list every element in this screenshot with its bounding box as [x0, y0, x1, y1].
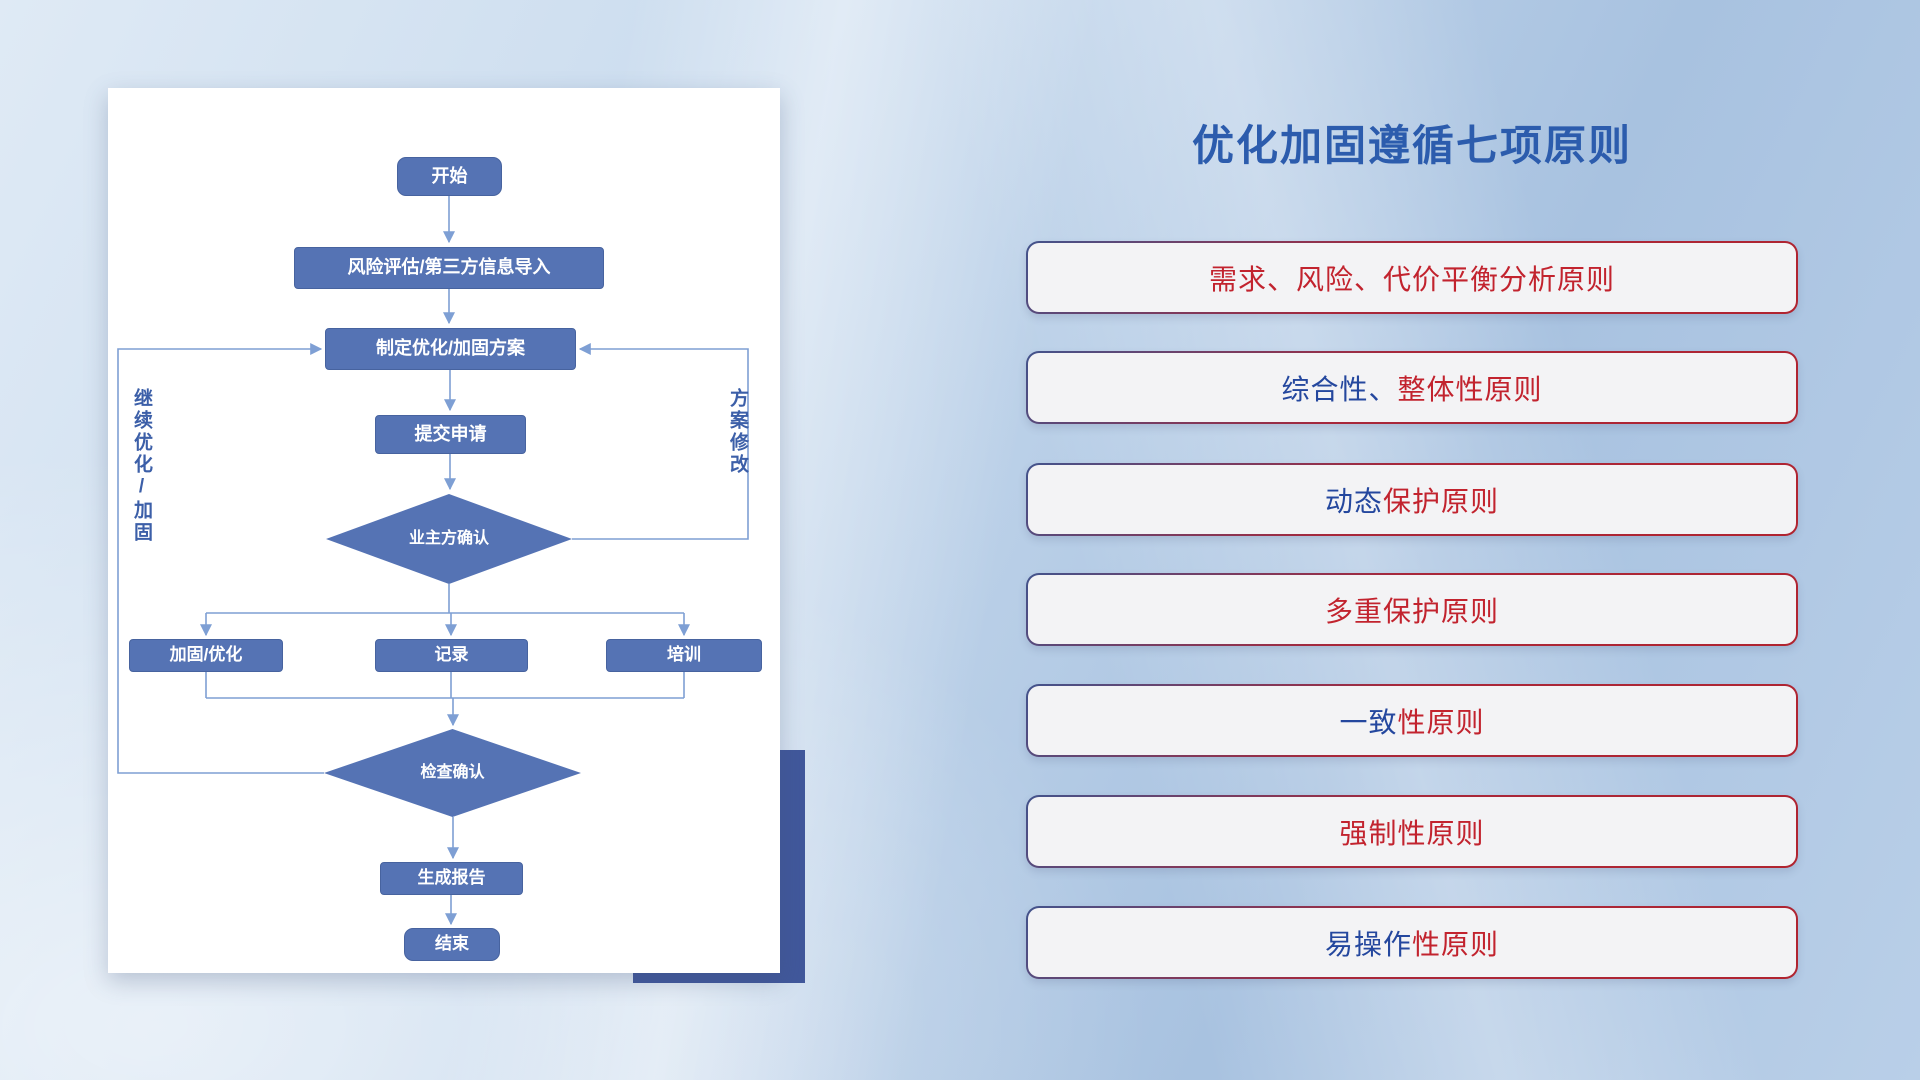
principle-item-2: 综合性、整体性原则	[1026, 351, 1798, 424]
flow-decision-owner-confirm: 业主方确认	[326, 494, 572, 584]
flow-node-make-plan: 制定优化/加固方案	[325, 328, 576, 370]
principle-item-7: 易操作性原则	[1026, 906, 1798, 979]
principle-text-red: 强制性原则	[1339, 817, 1485, 849]
principle-text-blue: 一致	[1339, 706, 1398, 738]
flow-node-submit: 提交申请	[375, 415, 526, 454]
principle-text-red: 整体性原则	[1397, 373, 1543, 405]
loop-label-plan-modify: 方案修改	[727, 388, 748, 476]
flowchart-card: 开始 风险评估/第三方信息导入 制定优化/加固方案 提交申请 业主方确认 加固/…	[108, 88, 780, 973]
principle-text-red: 性原则	[1397, 706, 1485, 738]
principle-text-blue: 动态	[1324, 485, 1383, 517]
flow-node-reinforce: 加固/优化	[129, 639, 283, 672]
principle-item-6: 强制性原则	[1026, 795, 1798, 868]
loop-label-continue-optimize: 继续优化/加固	[131, 388, 152, 544]
flow-node-training: 培训	[606, 639, 762, 672]
principle-item-1: 需求、风险、代价平衡分析原则	[1026, 241, 1798, 314]
principle-text-blue: 易操作	[1324, 928, 1412, 960]
flow-node-risk-import: 风险评估/第三方信息导入	[294, 247, 604, 289]
flow-node-report: 生成报告	[380, 862, 523, 895]
principle-item-3: 动态保护原则	[1026, 463, 1798, 536]
principle-text-red: 多重保护原则	[1324, 595, 1499, 627]
principle-text-blue: 综合性、	[1281, 373, 1398, 405]
page-title: 优化加固遵循七项原则	[1191, 122, 1632, 169]
flow-node-record: 记录	[375, 639, 528, 672]
principle-item-5: 一致性原则	[1026, 684, 1798, 757]
flow-node-start: 开始	[397, 157, 502, 196]
principle-text-red: 保护原则	[1383, 485, 1500, 517]
principle-text-red: 性原则	[1412, 928, 1500, 960]
flow-node-end: 结束	[404, 928, 500, 961]
principle-text-red: 需求、风险、代价平衡分析原则	[1208, 263, 1615, 295]
principle-item-4: 多重保护原则	[1026, 573, 1798, 646]
flow-decision-check-confirm: 检查确认	[324, 729, 581, 817]
